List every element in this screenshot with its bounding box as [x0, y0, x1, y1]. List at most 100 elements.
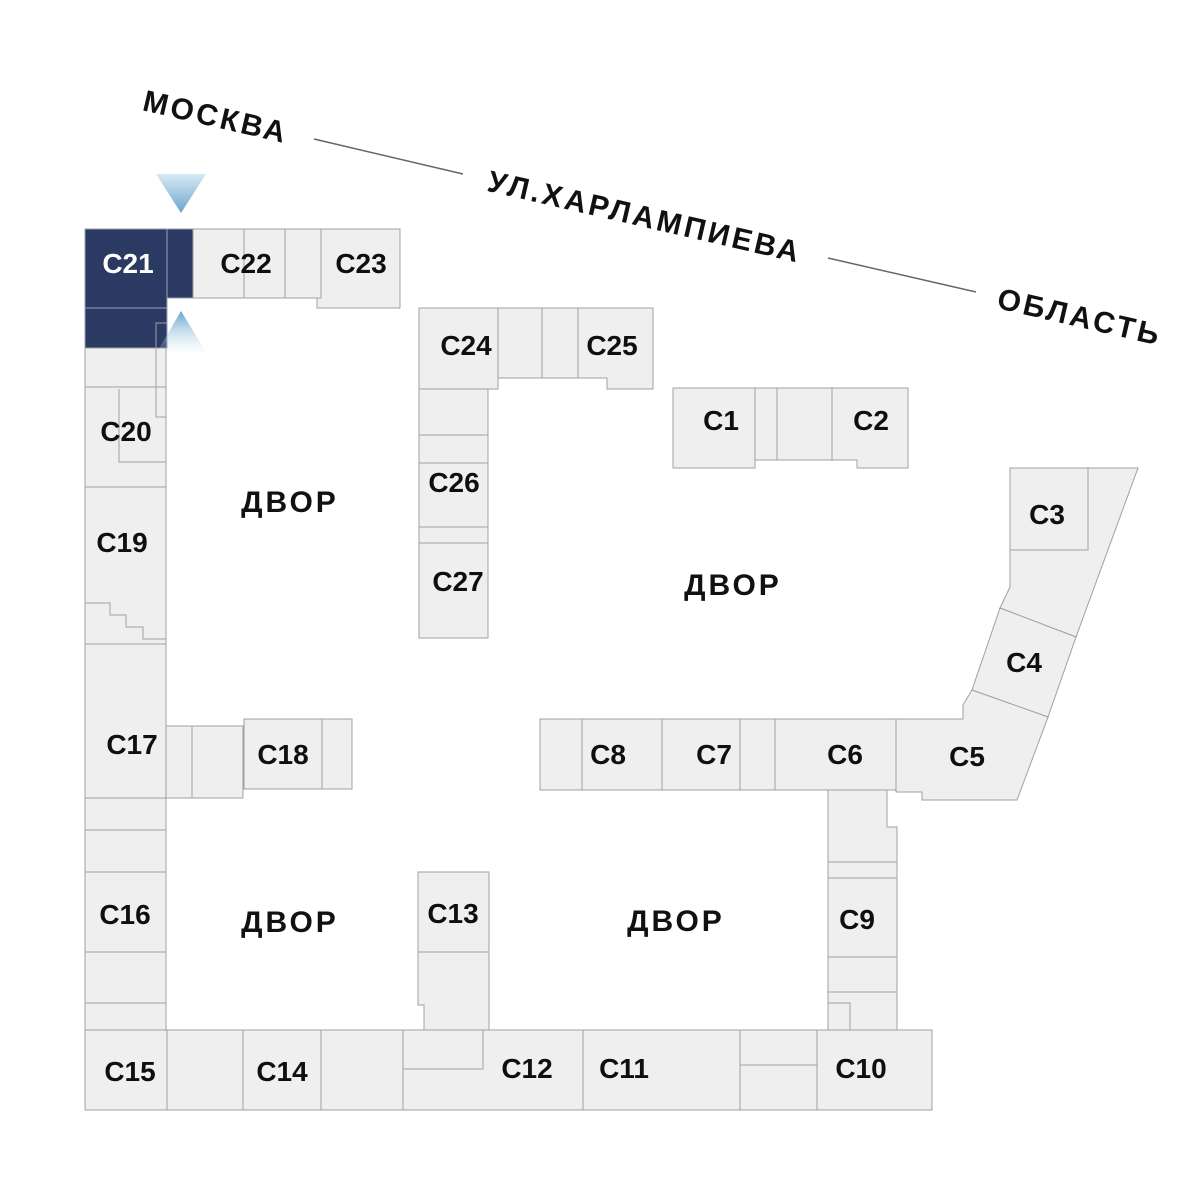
building-section — [166, 1029, 244, 1111]
building-c7[interactable]: C7 — [661, 718, 741, 791]
building-c24-label: C24 — [440, 330, 492, 361]
building-c20-label: C20 — [100, 416, 151, 447]
building-c3[interactable]: C3 — [1009, 467, 1089, 551]
building-c14-shape[interactable] — [242, 1029, 322, 1111]
building-c13[interactable]: C13 — [417, 871, 490, 953]
building-c3-label: C3 — [1029, 499, 1065, 530]
building-c10[interactable]: C10 — [816, 1029, 933, 1111]
street-name-label: УЛ.ХАРЛАМПИЕВА — [484, 165, 805, 269]
building-c2-label: C2 — [853, 405, 889, 436]
building-c5-shape[interactable] — [895, 689, 1049, 801]
building-section — [827, 861, 898, 879]
building-c2[interactable]: C2 — [831, 387, 909, 469]
entrance-arrow-down-icon — [156, 174, 206, 213]
building-c23-shape[interactable] — [316, 228, 401, 309]
building-c11-shape[interactable] — [582, 1029, 741, 1111]
courtyard-label-top-left: ДВОР — [241, 486, 339, 519]
building-section — [84, 951, 167, 1004]
building-section — [827, 1002, 851, 1031]
building-section — [827, 789, 898, 863]
building-c19-label: C19 — [96, 527, 147, 558]
building-section — [84, 829, 167, 873]
building-section — [417, 951, 490, 1031]
building-section — [284, 228, 322, 299]
street-callout-line-right — [827, 257, 977, 293]
building-c17-label: C17 — [106, 729, 157, 760]
building-c8-shape[interactable] — [581, 718, 663, 791]
building-c1[interactable]: C1 — [672, 387, 756, 469]
building-c2-shape[interactable] — [831, 387, 909, 469]
building-c8[interactable]: C8 — [581, 718, 663, 791]
building-section — [418, 526, 489, 544]
building-c5-label: C5 — [949, 741, 985, 772]
building-c17-shape[interactable] — [84, 643, 167, 799]
building-c14[interactable]: C14 — [242, 1029, 322, 1111]
building-c16[interactable]: C16 — [84, 871, 167, 953]
building-c1-shape[interactable] — [672, 387, 756, 469]
building-c24-shape[interactable] — [418, 307, 499, 390]
building-section — [497, 307, 543, 379]
building-c13-label: C13 — [427, 898, 478, 929]
building-c16-label: C16 — [99, 899, 150, 930]
building-c3-shape[interactable] — [1009, 467, 1089, 551]
building-c24[interactable]: C24 — [418, 307, 499, 390]
building-section — [539, 718, 583, 791]
building-c4[interactable]: C4 — [971, 607, 1077, 718]
building-c9[interactable]: C9 — [827, 877, 898, 958]
building-c20-inner-divider — [118, 389, 166, 463]
building-c10-shape[interactable] — [816, 1029, 933, 1111]
building-c4-label: C4 — [1006, 647, 1042, 678]
building-c7-shape[interactable] — [661, 718, 741, 791]
courtyard-label-bottom-left: ДВОР — [241, 906, 339, 939]
building-section — [320, 1029, 404, 1111]
building-c6-shape[interactable] — [774, 718, 897, 791]
building-c8-label: C8 — [590, 739, 626, 770]
building-c9-label: C9 — [839, 904, 875, 935]
building-c26[interactable]: C26 — [418, 462, 489, 528]
building-c12[interactable]: C12 — [402, 1029, 584, 1111]
building-c19[interactable]: C19 — [84, 486, 167, 645]
building-c6[interactable]: C6 — [774, 718, 897, 791]
building-c5[interactable]: C5 — [895, 689, 1049, 801]
building-c22-label: C22 — [220, 248, 271, 279]
building-section — [84, 347, 167, 388]
building-c11-label: C11 — [599, 1053, 649, 1084]
building-c27[interactable]: C27 — [418, 542, 489, 639]
building-c9-shape[interactable] — [827, 877, 898, 958]
building-c16-shape[interactable] — [84, 871, 167, 953]
building-section — [541, 307, 579, 379]
building-c21-shape[interactable] — [84, 228, 168, 309]
building-c6-label: C6 — [827, 739, 863, 770]
street-callout-line-left — [313, 138, 464, 175]
building-c18-shape[interactable] — [243, 718, 323, 790]
building-c23[interactable]: C23 — [316, 228, 401, 309]
building-c15-shape[interactable] — [84, 1029, 168, 1111]
building-c26-shape[interactable] — [418, 462, 489, 528]
building-section — [321, 718, 353, 790]
building-c27-shape[interactable] — [418, 542, 489, 639]
building-c21-shape-lower[interactable] — [84, 307, 168, 349]
building-c22-shape[interactable] — [192, 228, 286, 299]
building-c18-label: C18 — [257, 739, 308, 770]
street-region-label: ОБЛАСТЬ — [994, 282, 1165, 352]
building-c11[interactable]: C11 — [582, 1029, 741, 1111]
building-c25-shape[interactable] — [577, 307, 654, 390]
building-c21-shape-strip[interactable] — [166, 228, 194, 299]
building-section — [418, 434, 489, 464]
building-c15[interactable]: C15 — [84, 1029, 168, 1111]
building-c14-label: C14 — [256, 1056, 308, 1087]
building-c20-shape[interactable] — [84, 386, 167, 488]
building-c21[interactable]: C21 — [84, 228, 194, 349]
building-c17[interactable]: C17 — [84, 643, 167, 799]
building-c25-label: C25 — [586, 330, 637, 361]
building-c22[interactable]: C22 — [192, 228, 286, 299]
building-c18[interactable]: C18 — [243, 718, 323, 790]
building-c20[interactable]: C20 — [84, 386, 167, 488]
courtyard-label-top-right: ДВОР — [684, 569, 782, 602]
building-section — [739, 1029, 818, 1111]
building-c25[interactable]: C25 — [577, 307, 654, 390]
building-c13-shape[interactable] — [417, 871, 490, 953]
building-section — [827, 956, 898, 993]
street-city-label: МОСКВА — [140, 85, 292, 150]
